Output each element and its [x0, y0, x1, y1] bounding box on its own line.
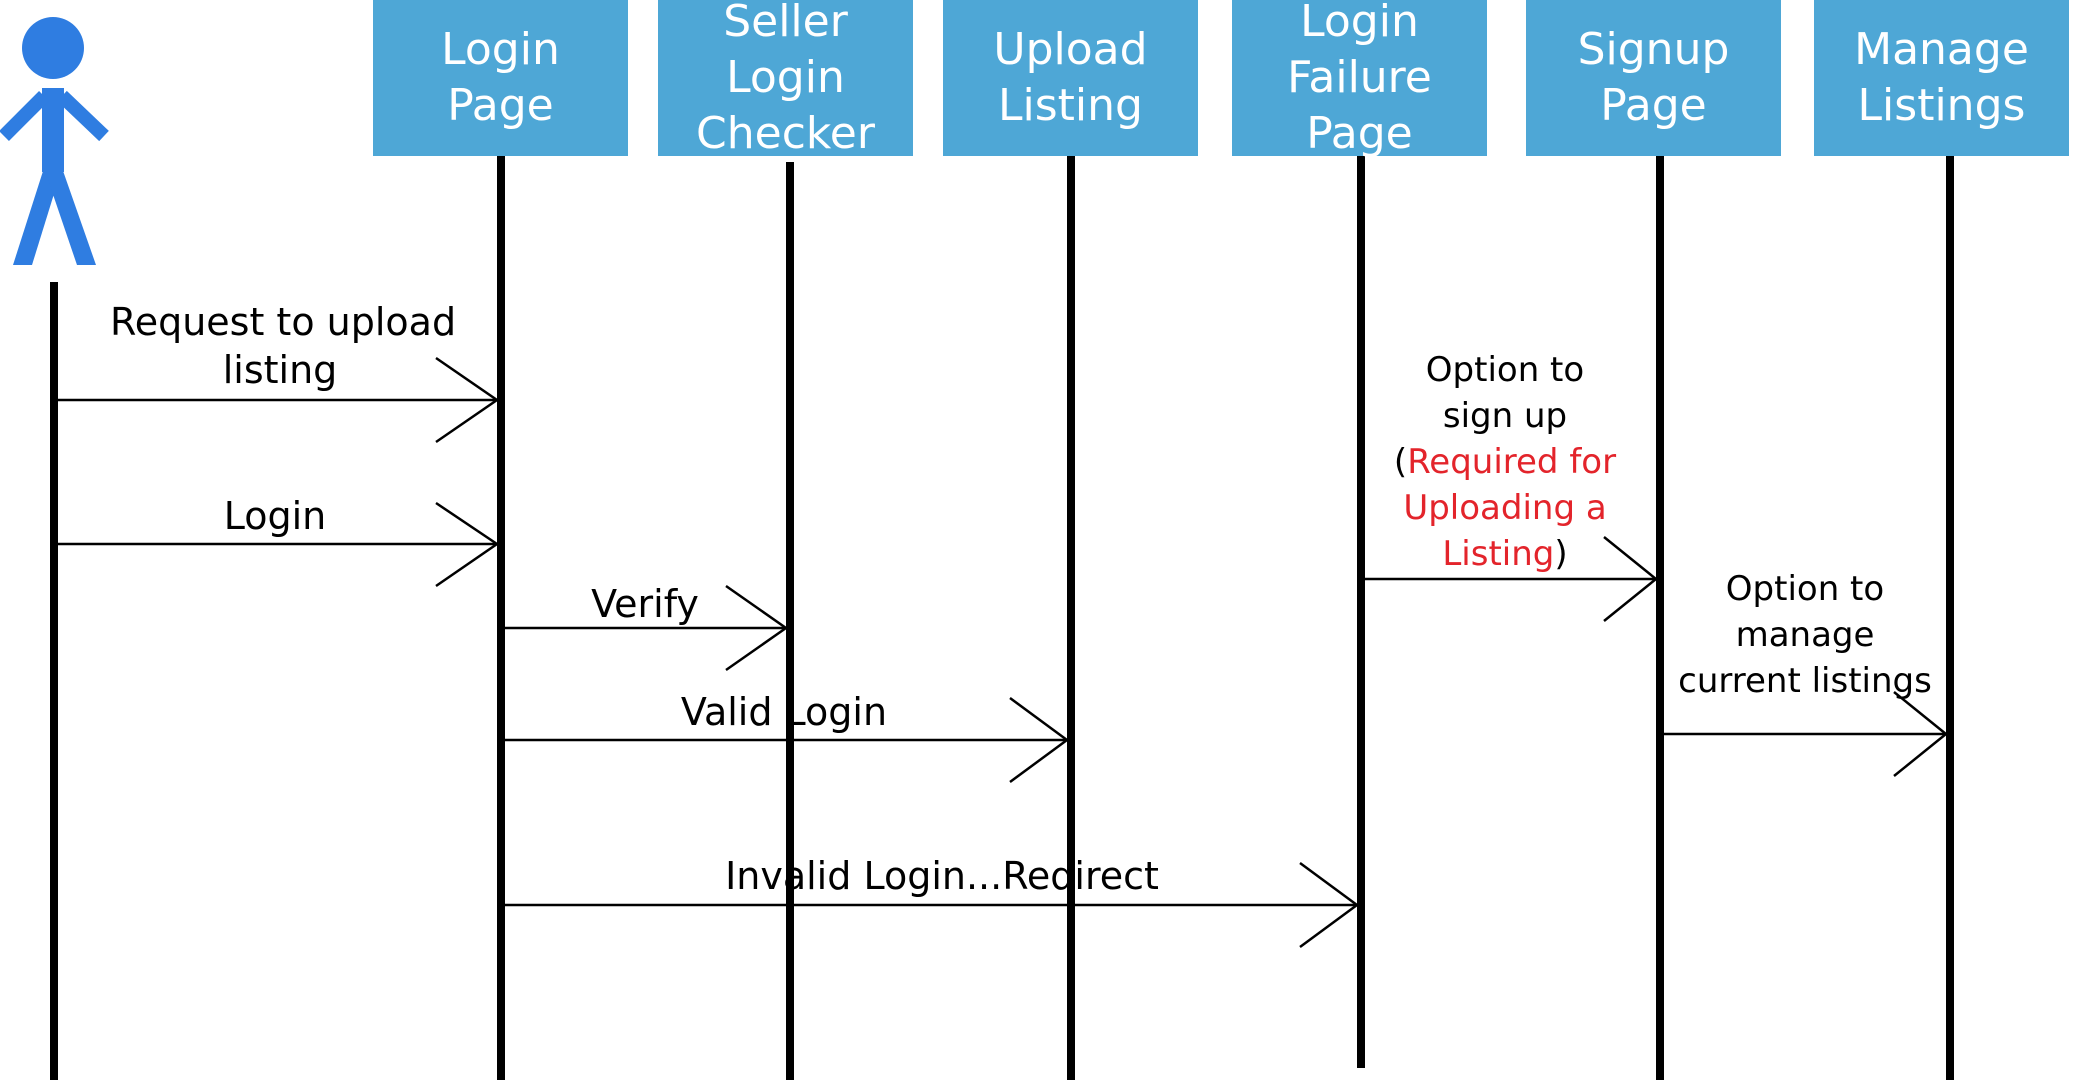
message-label-valid-login: Valid Login [654, 688, 914, 736]
participant-seller-login-checker: Seller Login Checker [658, 0, 913, 159]
message-label-line-3: current listings [1678, 661, 1932, 701]
arrow-login [54, 501, 500, 588]
arrow-option-signup [1361, 536, 1658, 622]
arrow-invalid-login [501, 861, 1360, 949]
message-label-option-manage: Option to manage current listings [1660, 566, 1950, 704]
required-note: Required for [1407, 442, 1617, 482]
message-label-line-1: Verify [591, 582, 699, 626]
participant-upload-listing: Upload Listing [943, 0, 1198, 156]
message-label-line-2: manage [1735, 615, 1875, 655]
message-label-line-1: Valid Login [680, 690, 888, 734]
message-label-line-1: Option to [1425, 350, 1585, 390]
participant-label-line-1: Signup [1577, 24, 1730, 75]
arrow-verify [501, 584, 789, 672]
required-note-line-2: Uploading a [1403, 488, 1607, 528]
message-label-login: Login [175, 492, 375, 540]
arrow-option-manage [1660, 691, 1948, 777]
arrow-request-upload [54, 356, 500, 444]
message-label-line-1: Login [223, 494, 327, 538]
paren-open: ( [1393, 442, 1408, 482]
participant-login-failure-page: Login Failure Page [1232, 0, 1487, 159]
participant-label-line-1: Seller Login [723, 0, 848, 103]
paren-close: ) [1554, 534, 1568, 574]
message-label-verify: Verify [560, 580, 730, 628]
message-label-line-3: (Required for [1370, 439, 1640, 485]
participant-label-line-2: Page [1600, 80, 1707, 131]
participant-label-line-2: Listings [1857, 80, 2026, 131]
participant-signup-page: Signup Page [1526, 0, 1781, 156]
required-note-line-3: Listing [1442, 534, 1555, 574]
participant-label-line-2: Checker [696, 108, 875, 159]
message-label-line-5: Listing) [1370, 531, 1640, 577]
message-label-line-2: sign up [1442, 396, 1568, 436]
stick-figure-user-icon [0, 17, 109, 265]
arrow-valid-login [501, 696, 1070, 784]
message-label-line-2: listing [222, 348, 338, 392]
message-label-invalid-login: Invalid Login...Redirect [722, 852, 1162, 900]
participant-label: Login Page [441, 24, 560, 131]
participant-label-line-1: Login [1300, 0, 1419, 47]
participant-label-line-1: Manage [1854, 24, 2029, 75]
participant-login-page: Login Page [373, 0, 628, 156]
participant-label-line-2: Failure Page [1287, 52, 1432, 159]
message-label-request-upload: Request to upload listing [110, 298, 457, 394]
message-label-option-signup: Option to sign up (Required for Uploadin… [1370, 347, 1640, 577]
message-label-line-1: Option to [1725, 569, 1885, 609]
participant-manage-listings: Manage Listings [1814, 0, 2069, 156]
message-label-line-1: Invalid Login...Redirect [725, 854, 1159, 898]
participant-label-line-1: Upload [993, 24, 1148, 75]
participant-label-line-2: Listing [998, 80, 1143, 131]
message-label-line-1: Request to upload [110, 300, 457, 344]
